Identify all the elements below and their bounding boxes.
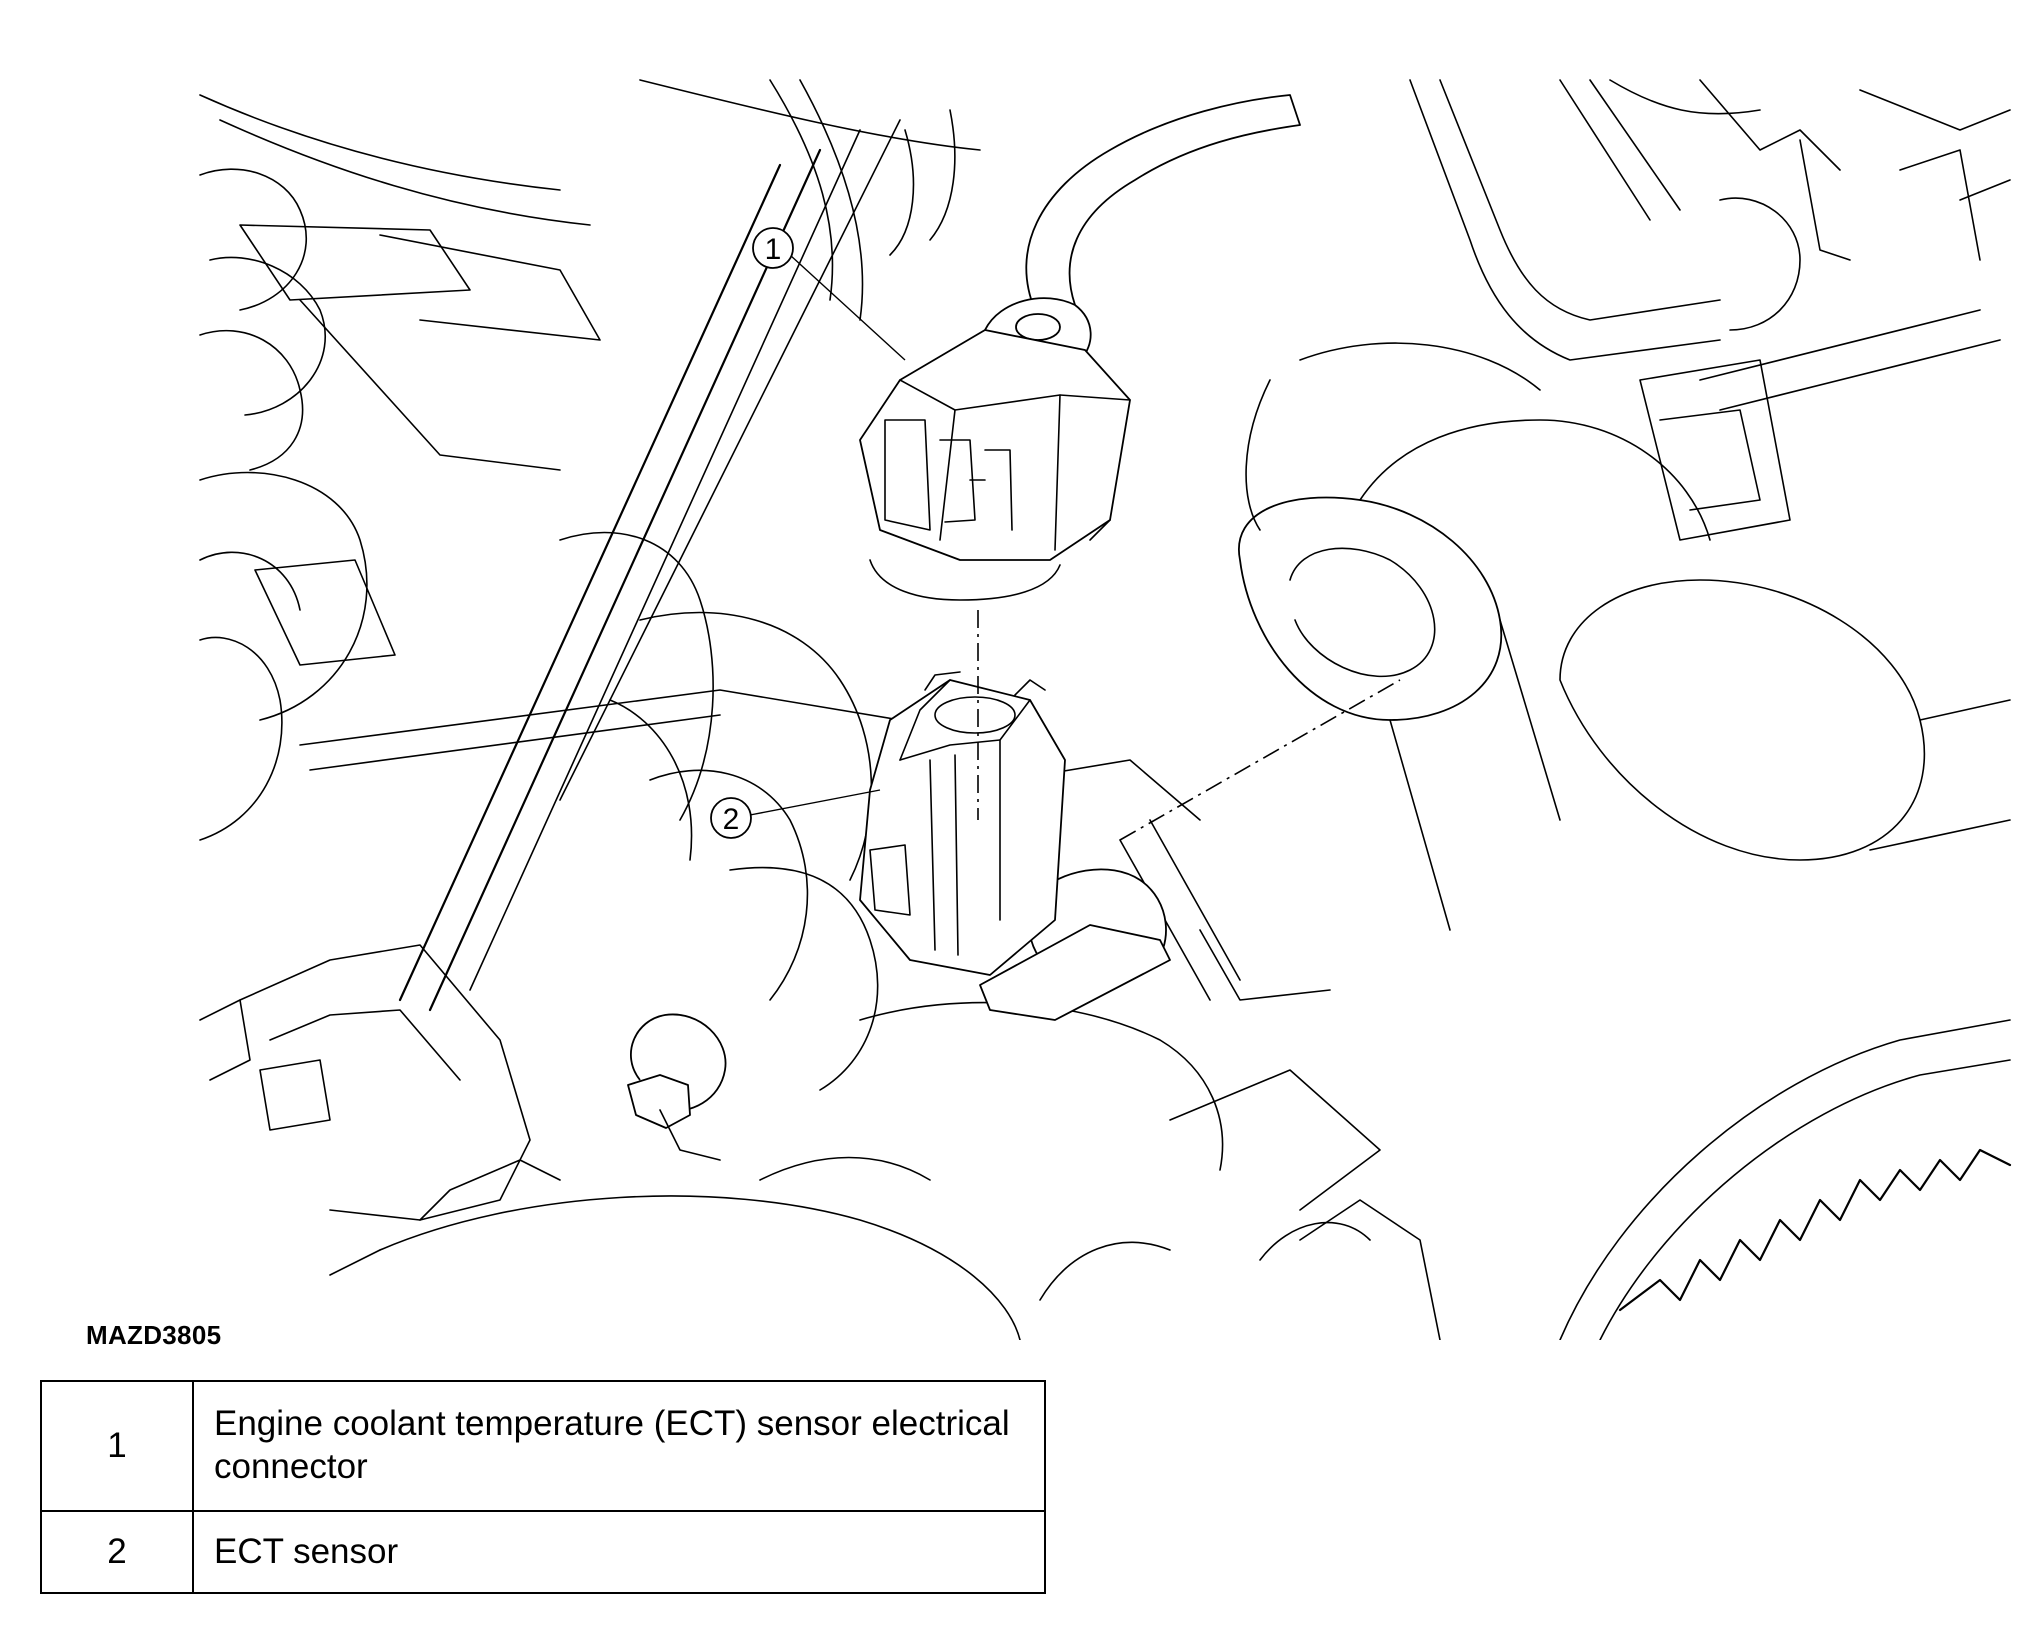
figure-id-label: MAZD3805 xyxy=(86,1320,222,1350)
callout-2-number: 2 xyxy=(723,803,740,836)
callout-2: 2 xyxy=(711,790,880,838)
callout-1-circle xyxy=(753,228,793,268)
legend-row: 1 Engine coolant temperature (ECT) senso… xyxy=(40,1380,1046,1512)
legend-row-description: ECT sensor xyxy=(192,1510,1046,1594)
legend-row-description: Engine coolant temperature (ECT) sensor … xyxy=(192,1380,1046,1512)
engine-background-lines xyxy=(200,80,2010,1340)
sensor-install-axis xyxy=(1120,680,1400,840)
engine-bay-illustration: 1 2 xyxy=(0,0,2026,1340)
ect-connector-drawing xyxy=(860,95,1300,600)
legend-row-number: 2 xyxy=(40,1510,194,1594)
callout-2-circle xyxy=(711,798,751,838)
ect-sensor-drawing xyxy=(860,672,1170,1020)
legend-row: 2 ECT sensor xyxy=(40,1510,1046,1594)
callout-1-leader xyxy=(790,255,905,360)
callout-1-number: 1 xyxy=(765,233,782,266)
legend-table: 1 Engine coolant temperature (ECT) senso… xyxy=(40,1380,1046,1594)
callout-2-leader xyxy=(750,790,880,815)
callout-1: 1 xyxy=(753,228,905,360)
legend-row-number: 1 xyxy=(40,1380,194,1512)
